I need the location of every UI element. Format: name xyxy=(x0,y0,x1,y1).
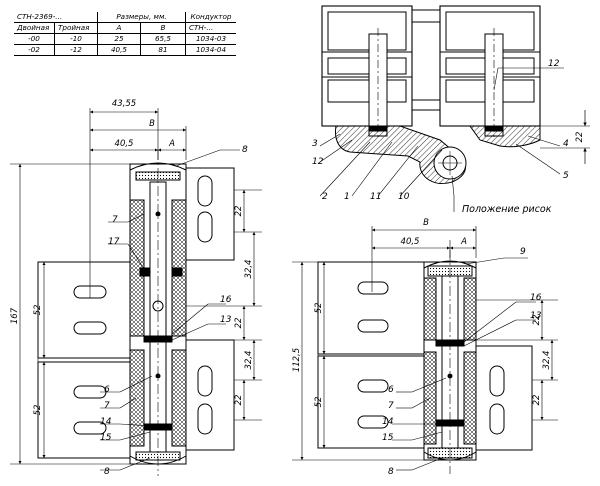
dim-32-4-right: 32,4 xyxy=(542,351,552,370)
callout-16-left: 16 xyxy=(220,295,232,305)
callout-8-left-bottom: 8 xyxy=(104,467,110,477)
callout-7-left-top: 7 xyxy=(112,215,118,225)
left-view-callout-labels: 8 7 17 16 13 6 7 14 15 8 xyxy=(100,145,248,477)
spec-cell: 1034-04 xyxy=(185,44,236,56)
dim-a-right: A xyxy=(460,237,467,247)
left-view-dims xyxy=(10,108,262,465)
callout-7-right: 7 xyxy=(388,401,394,411)
dim-52-lower-right: 52 xyxy=(314,397,324,408)
right-view-callout-labels: 9 16 13 6 7 14 15 8 xyxy=(382,247,542,477)
dim-40-5-left: 40,5 xyxy=(115,139,134,149)
right-view-dims xyxy=(292,226,558,461)
callout-12-top: 12 xyxy=(548,59,560,69)
dim-52-lower-left: 52 xyxy=(33,405,43,416)
callout-16-right: 16 xyxy=(530,293,542,303)
callout-4: 4 xyxy=(563,139,569,149)
right-view-callout-lines xyxy=(392,257,536,471)
callout-11: 11 xyxy=(370,192,381,202)
right-view-dim-labels: B 40,5 A 112,5 52 52 22 32,4 22 xyxy=(292,218,552,407)
callout-10: 10 xyxy=(398,192,410,202)
dim-32-4-left-a: 32,4 xyxy=(244,260,254,279)
dim-b-left: B xyxy=(149,119,155,129)
callout-8-left-top: 8 xyxy=(242,145,248,155)
callout-6-left: 6 xyxy=(104,385,110,395)
dim-43-55: 43,55 xyxy=(112,99,136,109)
right-hinge-view xyxy=(317,250,533,474)
dim-22-left-c: 22 xyxy=(234,395,244,406)
dim-22-top: 22 xyxy=(575,132,585,143)
dim-22-left-a: 22 xyxy=(234,206,244,217)
dim-22-left-b: 22 xyxy=(234,318,244,329)
note-notch-position: Положение рисок xyxy=(462,204,552,215)
spec-cell: 81 xyxy=(140,44,186,56)
dim-b-right: B xyxy=(423,218,429,228)
left-view-dim-labels: 43,55 B 40,5 A 167 52 52 22 32,4 22 32,4… xyxy=(10,99,254,415)
dim-40-5-right: 40,5 xyxy=(401,237,420,247)
callout-6-right: 6 xyxy=(388,385,394,395)
dim-52-upper-right: 52 xyxy=(314,303,324,314)
dim-112-5: 112,5 xyxy=(292,348,302,372)
callout-17: 17 xyxy=(108,237,120,247)
callout-8-right: 8 xyxy=(388,467,394,477)
callout-14-left: 14 xyxy=(100,417,112,427)
top-view-callouts xyxy=(319,67,564,212)
callout-9: 9 xyxy=(520,247,526,257)
dim-a-left: A xyxy=(168,139,175,149)
top-section-view xyxy=(321,5,541,184)
callout-3: 3 xyxy=(312,139,318,149)
callout-2: 2 xyxy=(322,192,328,202)
callout-14-right: 14 xyxy=(382,417,394,427)
callout-12: 12 xyxy=(312,157,324,167)
top-view-dims: 22 xyxy=(540,110,590,164)
left-hinge-view xyxy=(37,150,235,476)
callout-15-right: 15 xyxy=(382,433,394,443)
spec-row: -02 -12 40,5 81 1034-04 xyxy=(14,44,236,56)
callout-5: 5 xyxy=(563,171,569,181)
spec-row: -00 -10 25 65,5 1034-03 xyxy=(14,33,236,45)
dim-167: 167 xyxy=(10,307,20,324)
left-view-callout-lines xyxy=(100,149,240,471)
dim-32-4-left-b: 32,4 xyxy=(244,351,254,370)
callout-13-left: 13 xyxy=(220,315,232,325)
top-view-labels: 12 3 12 2 1 11 10 4 5 Положение рисок xyxy=(312,59,569,215)
callout-7-left-bottom: 7 xyxy=(104,401,110,411)
dim-22-right-a: 22 xyxy=(532,315,542,326)
dim-52-upper-left: 52 xyxy=(33,305,43,316)
dim-22-right-b: 22 xyxy=(532,395,542,406)
callout-15-left: 15 xyxy=(100,433,112,443)
callout-1: 1 xyxy=(344,192,350,202)
callout-13-right: 13 xyxy=(530,311,542,321)
spec-table: СТН-2369-... Размеры, мм. Кондуктор Двой… xyxy=(14,12,236,56)
